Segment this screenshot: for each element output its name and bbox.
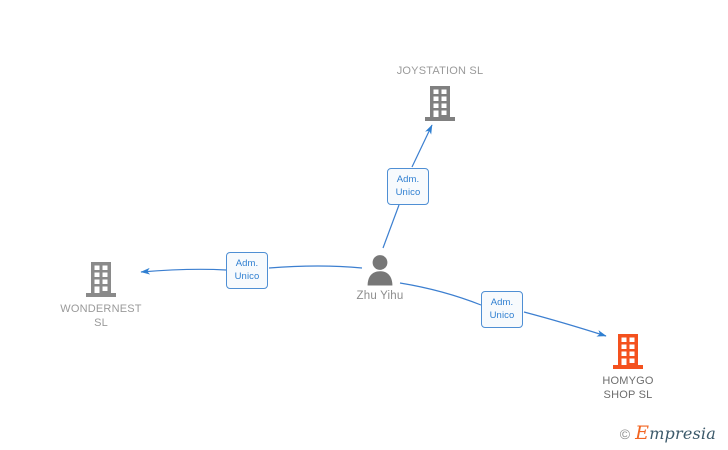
empresia-watermark: © Empresia [619,422,716,444]
edge-chip-to-joystation [411,124,433,168]
company-label-joystation: JOYSTATION SL [396,65,484,77]
brand-rest: mpresia [649,424,716,443]
relation-line-2: Unico [234,271,260,282]
person-icon [365,254,395,286]
edge-person-to-joystation [382,204,400,249]
building-icon [611,332,645,370]
company-node-joystation[interactable]: JOYSTATION SL [370,60,510,122]
building-icon [84,260,118,298]
company-node-wondernest[interactable]: WONDERNEST SL [31,260,171,330]
person-label: Zhu Yihu [356,290,404,302]
relation-line-2: Unico [489,310,515,321]
brand-initial: E [635,422,650,444]
relation-line-1: Adm. [490,297,514,308]
company-label-homygo: HOMYGO SHOP SL [602,375,654,401]
relation-line-2: Unico [395,187,421,198]
building-icon [423,84,457,122]
relation-line-1: Adm. [396,174,420,185]
copyright-icon: © [619,425,631,442]
company-label-wondernest: WONDERNEST SL [60,303,142,329]
relation-chip-joystation[interactable]: Adm. Unico [387,168,429,205]
person-node-zhu-yihu[interactable]: Zhu Yihu [310,254,450,303]
company-node-homygo[interactable]: HOMYGO SHOP SL [558,332,698,402]
relation-chip-wondernest[interactable]: Adm. Unico [226,252,268,289]
relation-line-1: Adm. [235,258,259,269]
relation-chip-homygo[interactable]: Adm. Unico [481,291,523,328]
brand-logo: Empresia [635,422,716,444]
